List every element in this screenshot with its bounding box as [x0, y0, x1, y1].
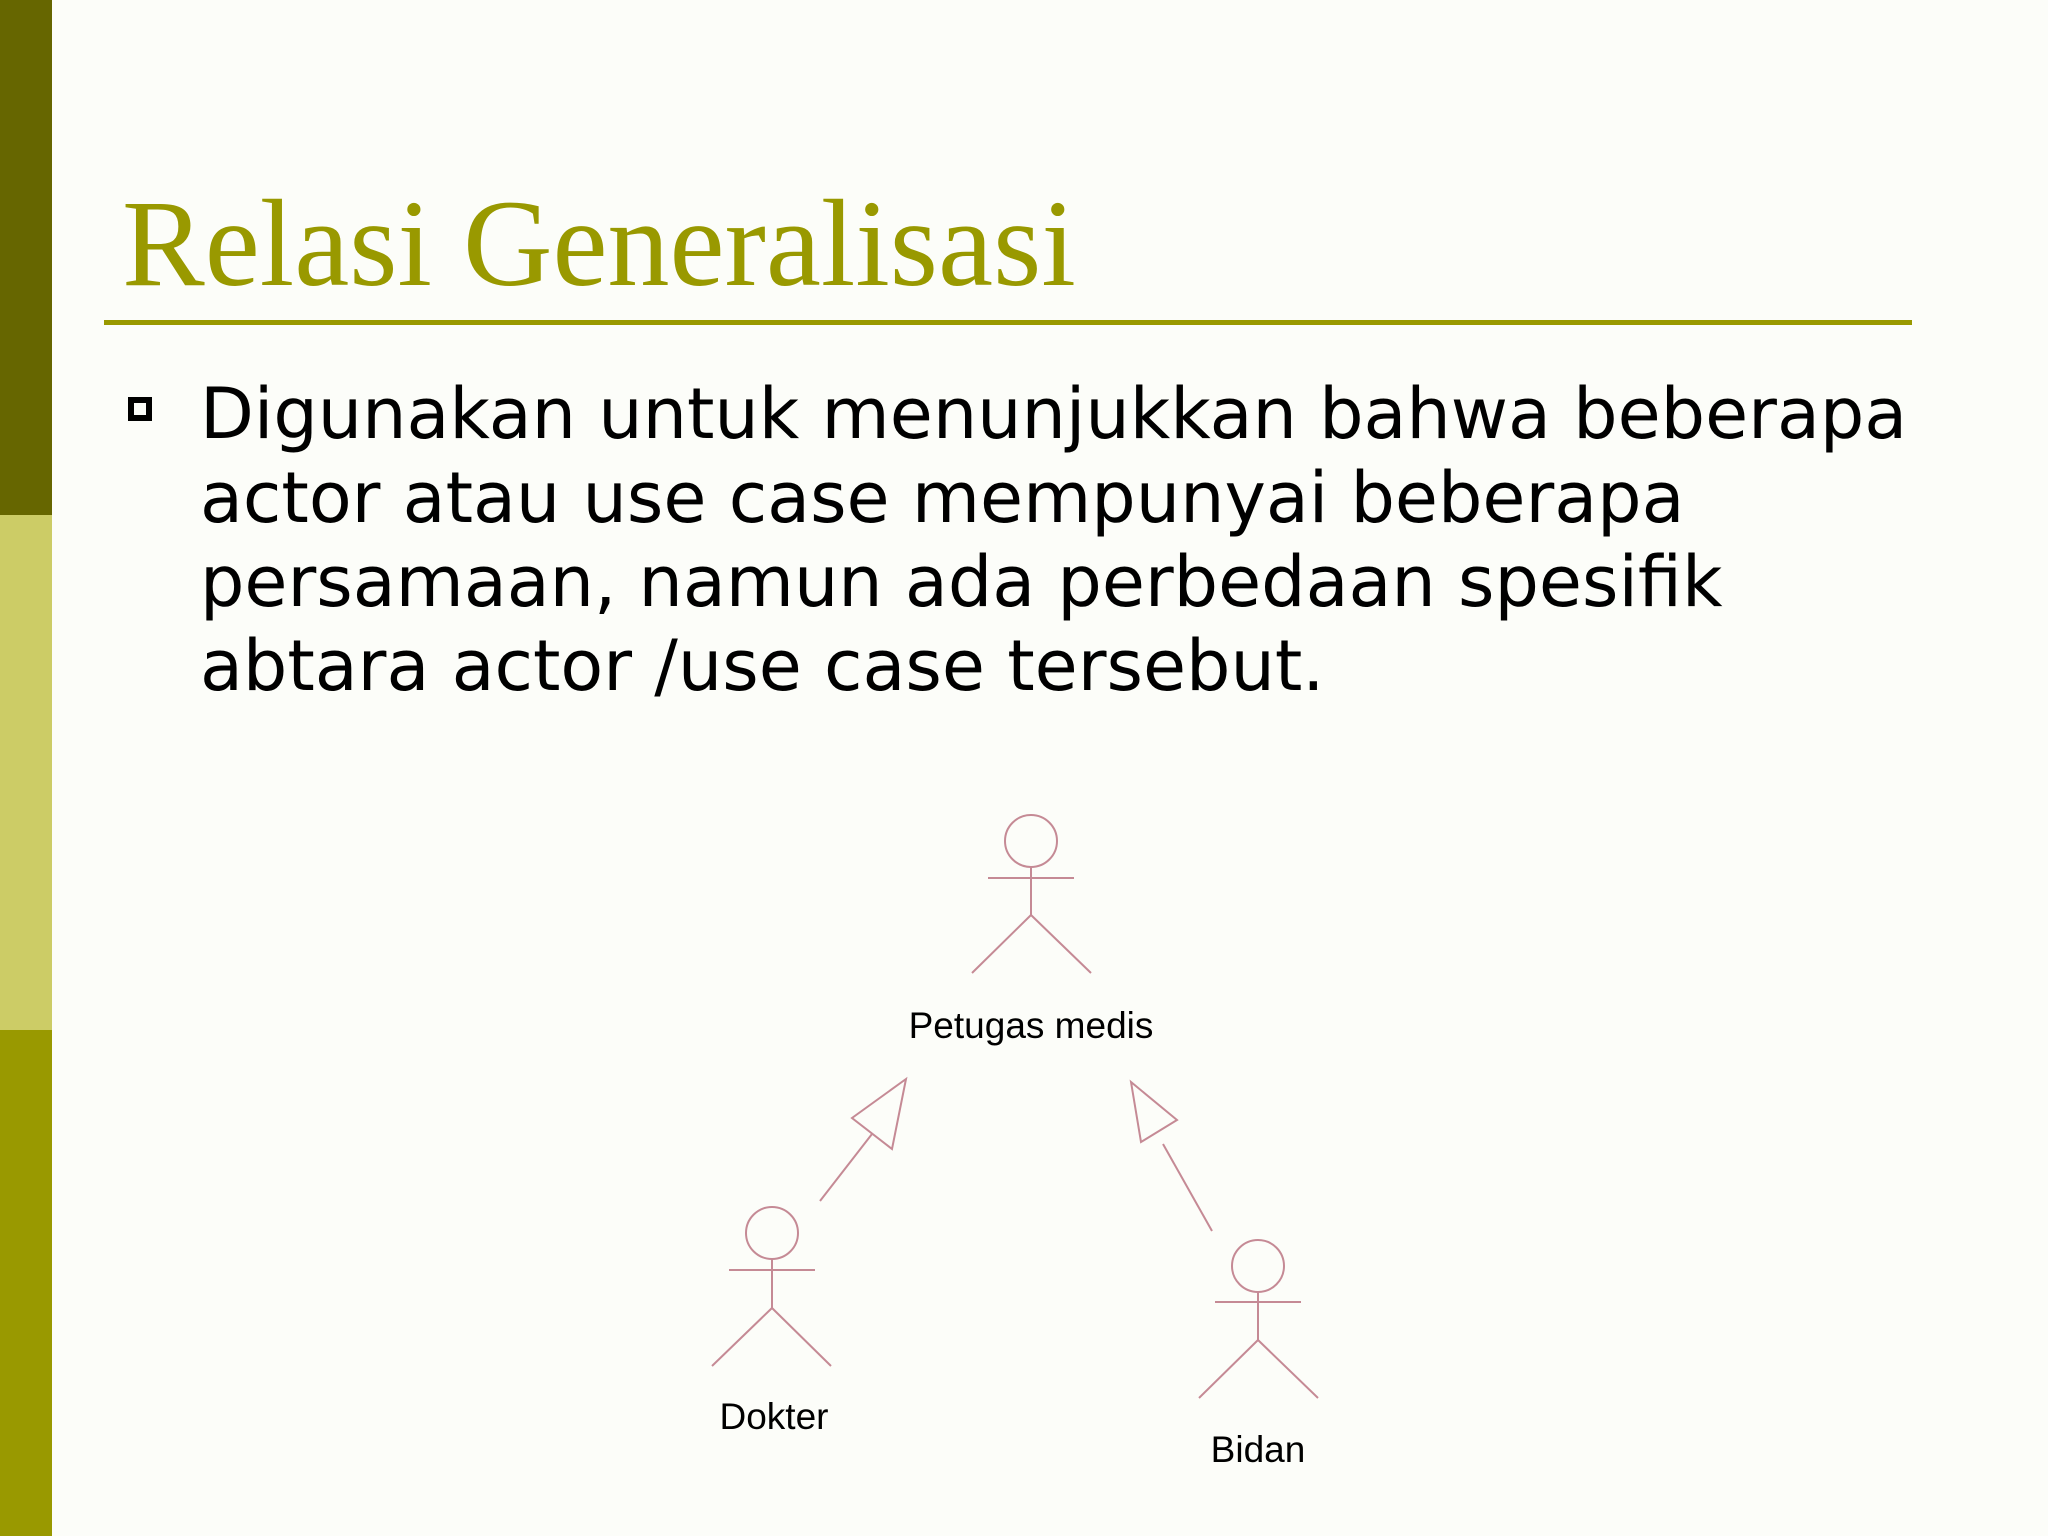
actor-bidan-icon: [1198, 1239, 1319, 1399]
square-bullet-icon: [128, 397, 152, 421]
actor-label-petugas-medis: Petugas medis: [909, 1005, 1154, 1046]
title-underline: [104, 320, 1912, 325]
sidebar-bottom-block: [0, 1030, 52, 1536]
sidebar-middle-block: [0, 515, 52, 1030]
actor-petugas-medis-icon: [971, 814, 1092, 974]
sidebar-top-block: [0, 0, 52, 515]
generalization-arrow-dokter: [819, 1076, 908, 1202]
slide-title: Relasi Generalisasi: [122, 175, 1076, 312]
actor-label-bidan: Bidan: [1211, 1429, 1306, 1470]
generalization-arrow-bidan: [1129, 1079, 1213, 1232]
actor-dokter-icon: [711, 1206, 832, 1367]
actor-label-dokter: Dokter: [720, 1396, 829, 1437]
bullet-text: Digunakan untuk menunjukkan bahwa bebera…: [200, 373, 1908, 707]
